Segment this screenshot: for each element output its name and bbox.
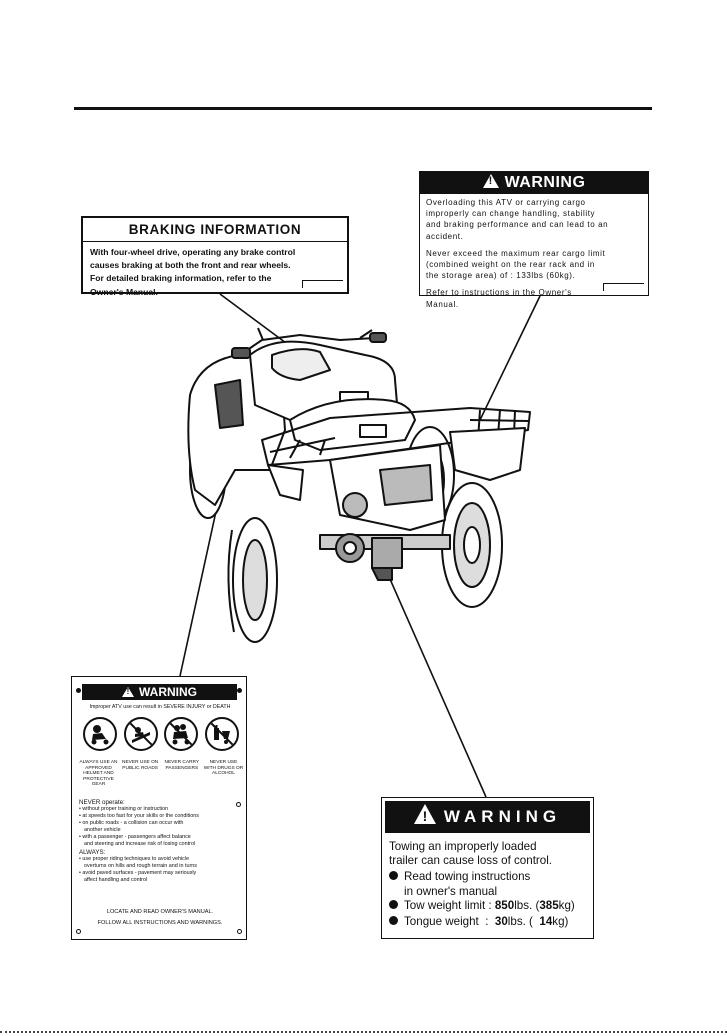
- never-item: another vehicle: [84, 827, 121, 833]
- leader-line-cargo: [479, 295, 541, 421]
- towing-warning-header: ! WARNING: [385, 801, 590, 833]
- bullet-dot-icon: [389, 871, 398, 881]
- warning-triangle-icon: !: [413, 804, 436, 824]
- mounting-hole-icon: [76, 929, 81, 934]
- helmet-rider-icon: [83, 717, 117, 751]
- mounting-hole-icon: [76, 688, 81, 693]
- always-item: affect handling and control: [84, 877, 148, 883]
- warning-triangle-icon: !: [122, 687, 134, 697]
- cargo-warning-label: ! WARNING Overloading this ATV or carryin…: [419, 171, 649, 309]
- braking-label-line: For detailed braking information, refer …: [90, 273, 272, 284]
- cargo-warning-body: Overloading this ATV or carrying cargo i…: [420, 194, 648, 310]
- pictogram-caption: ALWAYS USE AN APPROVED HELMET AND PROTEC…: [79, 760, 118, 788]
- braking-label-line: Owner's Manual.: [90, 286, 158, 297]
- pictogram-caption: NEVER CARRY PASSENGERS: [164, 760, 200, 771]
- towing-warning-title: WARNING: [443, 807, 562, 826]
- pictogram-caption: NEVER USE ON PUBLIC ROADS: [122, 760, 159, 771]
- label-corner-tab: [302, 280, 343, 288]
- braking-label-line: With four-wheel drive, operating any bra…: [90, 247, 296, 257]
- towing-warning-line: trailer can cause loss of control.: [389, 854, 553, 868]
- cargo-warning-line: accident.: [426, 231, 464, 241]
- braking-label-body: With four-wheel drive, operating any bra…: [83, 242, 347, 299]
- no-public-roads-icon: [123, 717, 158, 751]
- no-passengers-icon: [164, 717, 199, 751]
- cargo-warning-line: Manual.: [426, 299, 459, 309]
- label-corner-tab: [603, 283, 644, 291]
- cargo-warning-header: ! WARNING: [420, 172, 648, 194]
- braking-label-line: causes braking at both the front and rea…: [90, 260, 291, 271]
- rider-warning-footer: LOCATE AND READ OWNER'S MANUAL.: [106, 909, 214, 915]
- rider-warning-list: NEVER operate: • without proper training…: [79, 798, 241, 884]
- towing-warning-line: Towing an improperly loaded: [389, 840, 537, 853]
- bullet-dot-icon: [389, 899, 398, 909]
- cargo-warning-title: WARNING: [504, 174, 586, 191]
- pictogram-caption: NEVER USE WITH DRUGS OR ALCOHOL: [203, 760, 244, 777]
- warning-triangle-icon: !: [482, 174, 499, 188]
- rider-warning-intro: Improper ATV use can result in SEVERE IN…: [89, 704, 231, 710]
- no-drugs-alcohol-icon: [204, 717, 239, 751]
- towing-warning-label: ! WARNING Towing an improperly loaded tra…: [381, 797, 594, 939]
- footer-rule: [0, 1031, 727, 1033]
- towing-bullet-continuation: in owner's manual: [404, 884, 498, 898]
- always-item: • avoid paved surfaces - pavement may se…: [79, 870, 197, 876]
- bullet-dot-icon: [389, 916, 398, 926]
- towing-bullet: Tongue weight : 30lbs. ( 14kg): [389, 915, 593, 929]
- atv-drawing: [187, 327, 531, 643]
- cargo-warning-line: and braking performance and can lead to …: [426, 220, 609, 230]
- towing-bullet: Read towing instructions: [389, 870, 593, 884]
- cargo-warning-line: the storage area) of : 133lbs (60kg).: [426, 271, 576, 281]
- cargo-warning-line: Overloading this ATV or carrying cargo: [426, 198, 586, 207]
- rider-warning-label: ! WARNING Improper ATV use can result in …: [71, 676, 247, 940]
- never-item: • on public roads - a collision can occu…: [79, 820, 184, 826]
- braking-label-title: BRAKING INFORMATION: [83, 218, 347, 242]
- rider-warning-title: WARNING: [139, 685, 197, 699]
- mounting-hole-icon: [237, 929, 242, 934]
- always-heading: ALWAYS:: [79, 849, 106, 856]
- never-item: • at speeds too fast for your skills or …: [79, 813, 199, 819]
- always-item: • use proper riding techniques to avoid …: [79, 856, 190, 862]
- header-rule: [74, 107, 652, 110]
- mounting-hole-icon: [236, 802, 241, 807]
- never-item: • without proper training or instruction: [79, 806, 169, 812]
- mounting-hole-icon: [237, 688, 242, 693]
- leader-line-towing: [385, 569, 487, 798]
- towing-warning-body: Towing an improperly loaded trailer can …: [389, 840, 593, 929]
- braking-information-label: BRAKING INFORMATION With four-wheel driv…: [81, 216, 349, 297]
- always-item: overturns on hills and rough terrain and…: [84, 863, 197, 869]
- cargo-warning-line: (combined weight on the rear rack and in: [426, 260, 595, 270]
- cargo-warning-line: Refer to instructions in the Owner's: [426, 288, 572, 298]
- towing-bullet: Tow weight limit : 850lbs. (385kg): [389, 899, 593, 913]
- cargo-warning-line: Never exceed the maximum rear cargo limi…: [426, 248, 606, 258]
- pictogram-row: [83, 717, 239, 757]
- cargo-warning-line: improperly can change handling, stabilit…: [426, 209, 596, 219]
- rider-warning-footer: FOLLOW ALL INSTRUCTIONS AND WARNINGS.: [97, 920, 223, 926]
- rider-warning-header: ! WARNING: [82, 684, 237, 700]
- never-heading: NEVER operate:: [79, 799, 125, 806]
- never-item: and steering and increase risk of losing…: [84, 841, 196, 847]
- never-item: • with a passenger - passengers affect b…: [79, 834, 191, 840]
- pictogram-captions: ALWAYS USE AN APPROVED HELMET AND PROTEC…: [78, 760, 244, 788]
